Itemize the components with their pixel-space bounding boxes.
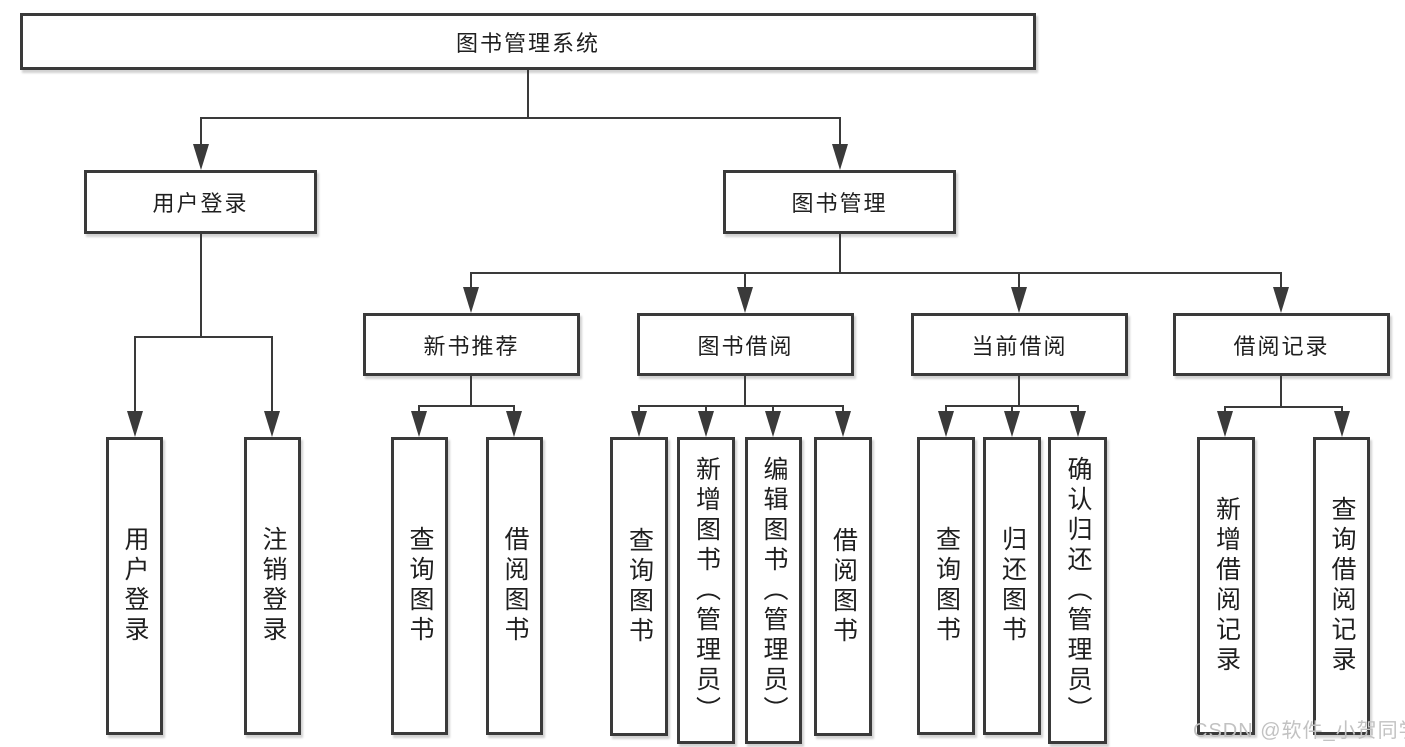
leaf-label: 新增图书（管理员）	[692, 455, 721, 726]
connector-login-bar	[134, 336, 273, 338]
arrow-down-icon	[411, 411, 427, 437]
node-user-login: 用户登录	[84, 170, 317, 234]
leaf-label: 用户登录	[121, 526, 149, 646]
leaf-confirm-return-admin: 确认归还（管理员）	[1048, 437, 1107, 744]
arrow-down-icon	[1070, 411, 1086, 437]
leaf-edit-books-admin: 编辑图书（管理员）	[745, 437, 802, 744]
node-library-management-system: 图书管理系统	[20, 13, 1036, 70]
node-book-management: 图书管理	[723, 170, 956, 234]
node-new-book-recommendation: 新书推荐	[363, 313, 580, 376]
leaf-label: 查询图书	[625, 526, 654, 647]
leaf-borrow-books: 借阅图书	[814, 437, 872, 736]
connector-root-right-drop	[839, 117, 841, 147]
connector-current-stem	[1018, 376, 1020, 407]
node-label: 图书管理	[791, 191, 888, 216]
csdn-watermark: CSDN @软件_小贺同学	[1193, 720, 1405, 742]
leaf-label: 确认归还（管理员）	[1064, 455, 1092, 726]
leaf-label: 借阅图书	[829, 526, 858, 647]
connector-current-drop-2	[1011, 405, 1013, 415]
node-label: 图书借阅	[697, 333, 794, 359]
arrow-down-icon	[1334, 411, 1350, 437]
connector-login-left-drop	[134, 336, 136, 414]
connector-current-drop-1	[945, 405, 947, 415]
node-label: 用户登录	[152, 191, 249, 216]
leaf-user-login: 用户登录	[106, 437, 163, 735]
leaf-label: 归还图书	[998, 526, 1027, 646]
connector-mgmt-stem	[839, 234, 841, 274]
leaf-query-books-rec: 查询图书	[391, 437, 448, 735]
connector-mgmt-drop-2	[744, 272, 746, 290]
connector-login-stem	[200, 234, 202, 338]
arrow-down-icon	[835, 411, 851, 437]
connector-records-drop-2	[1341, 406, 1343, 415]
leaf-label: 查询借阅记录	[1328, 496, 1356, 676]
leaf-label: 编辑图书（管理员）	[760, 455, 788, 726]
connector-borrow-drop-4	[842, 405, 844, 415]
arrow-down-icon	[264, 411, 280, 437]
connector-mgmt-bar	[471, 272, 1282, 274]
leaf-logout: 注销登录	[244, 437, 301, 735]
leaf-label: 注销登录	[259, 526, 287, 646]
connector-mgmt-drop-3	[1018, 272, 1020, 290]
arrow-down-icon	[127, 411, 143, 437]
arrow-down-icon	[193, 144, 209, 170]
arrow-down-icon	[938, 411, 954, 437]
node-label: 借阅记录	[1233, 333, 1330, 359]
node-label: 当前借阅	[971, 333, 1068, 359]
leaf-borrow-books-rec: 借阅图书	[486, 437, 543, 735]
arrow-down-icon	[1011, 287, 1027, 313]
arrow-down-icon	[506, 411, 522, 437]
node-label: 新书推荐	[423, 333, 520, 359]
arrow-down-icon	[1273, 287, 1289, 313]
leaf-query-borrow-record: 查询借阅记录	[1313, 437, 1370, 735]
node-book-borrowing: 图书借阅	[637, 313, 854, 376]
connector-borrow-bar	[639, 405, 844, 407]
arrow-down-icon	[698, 411, 714, 437]
connector-records-stem	[1280, 376, 1282, 408]
leaf-return-books: 归还图书	[983, 437, 1041, 735]
connector-current-drop-3	[1077, 405, 1079, 415]
leaf-query-books-current: 查询图书	[917, 437, 975, 735]
connector-borrow-drop-2	[705, 405, 707, 415]
node-current-borrowing: 当前借阅	[911, 313, 1128, 376]
leaf-add-borrow-record: 新增借阅记录	[1197, 437, 1255, 735]
node-borrowing-records: 借阅记录	[1173, 313, 1390, 376]
connector-records-bar	[1225, 406, 1343, 408]
arrow-down-icon	[765, 411, 781, 437]
connector-records-drop-1	[1224, 406, 1226, 415]
connector-borrow-stem	[744, 376, 746, 407]
connector-mgmt-drop-1	[470, 272, 472, 290]
leaf-label: 借阅图书	[501, 526, 529, 646]
arrow-down-icon	[1217, 411, 1233, 437]
leaf-label: 查询图书	[406, 526, 434, 646]
connector-borrow-drop-1	[638, 405, 640, 415]
leaf-query-books-borrow: 查询图书	[610, 437, 668, 736]
connector-root-bar	[200, 117, 841, 119]
leaf-add-books-admin: 新增图书（管理员）	[677, 437, 735, 744]
arrow-down-icon	[737, 287, 753, 313]
connector-rec-drop-2	[513, 405, 515, 415]
arrow-down-icon	[631, 411, 647, 437]
connector-root-left-drop	[200, 117, 202, 147]
connector-rec-bar	[419, 405, 515, 407]
arrow-down-icon	[1004, 411, 1020, 437]
leaf-label: 新增借阅记录	[1212, 496, 1241, 676]
node-label: 图书管理系统	[455, 30, 600, 56]
leaf-label: 查询图书	[932, 526, 961, 646]
arrow-down-icon	[463, 287, 479, 313]
connector-rec-stem	[470, 376, 472, 407]
connector-login-right-drop	[271, 336, 273, 414]
connector-rec-drop-1	[418, 405, 420, 415]
connector-root-stem	[527, 70, 529, 119]
connector-borrow-drop-3	[772, 405, 774, 415]
connector-mgmt-drop-4	[1280, 272, 1282, 290]
arrow-down-icon	[832, 144, 848, 170]
